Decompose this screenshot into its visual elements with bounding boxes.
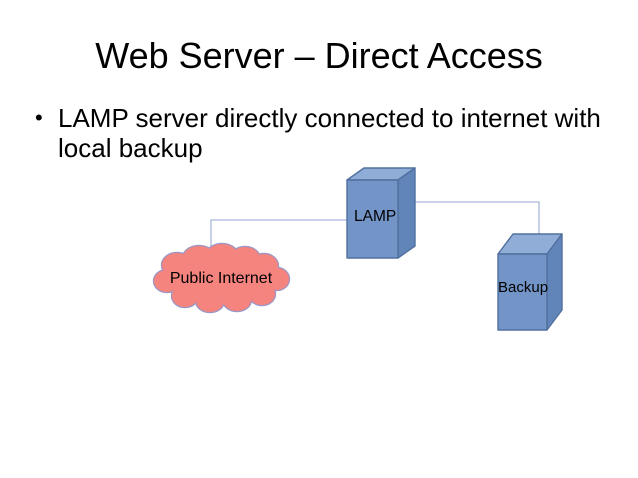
node-backup-server: Backup <box>497 233 563 331</box>
lamp-box-front-face <box>346 179 399 259</box>
bullet-text: LAMP server directly connected to intern… <box>58 103 601 163</box>
edge-lamp-to-backup <box>402 201 540 240</box>
cloud-fill-center <box>169 257 273 301</box>
bullet-list: • LAMP server directly connected to inte… <box>35 103 615 163</box>
edge-internet-to-lamp <box>210 219 347 248</box>
node-lamp-server: LAMP <box>346 167 416 259</box>
lamp-box-side-face <box>397 167 416 259</box>
node-public-internet: Public Internet <box>152 242 291 314</box>
node-label-backup: Backup <box>498 279 548 296</box>
bullet-marker-icon: • <box>35 105 43 130</box>
node-label-public-internet: Public Internet <box>170 270 273 287</box>
backup-box-front-face <box>497 253 548 331</box>
bullet-item: • LAMP server directly connected to inte… <box>35 103 615 163</box>
slide-title: Web Server – Direct Access <box>95 35 543 76</box>
node-label-lamp: LAMP <box>354 208 396 225</box>
